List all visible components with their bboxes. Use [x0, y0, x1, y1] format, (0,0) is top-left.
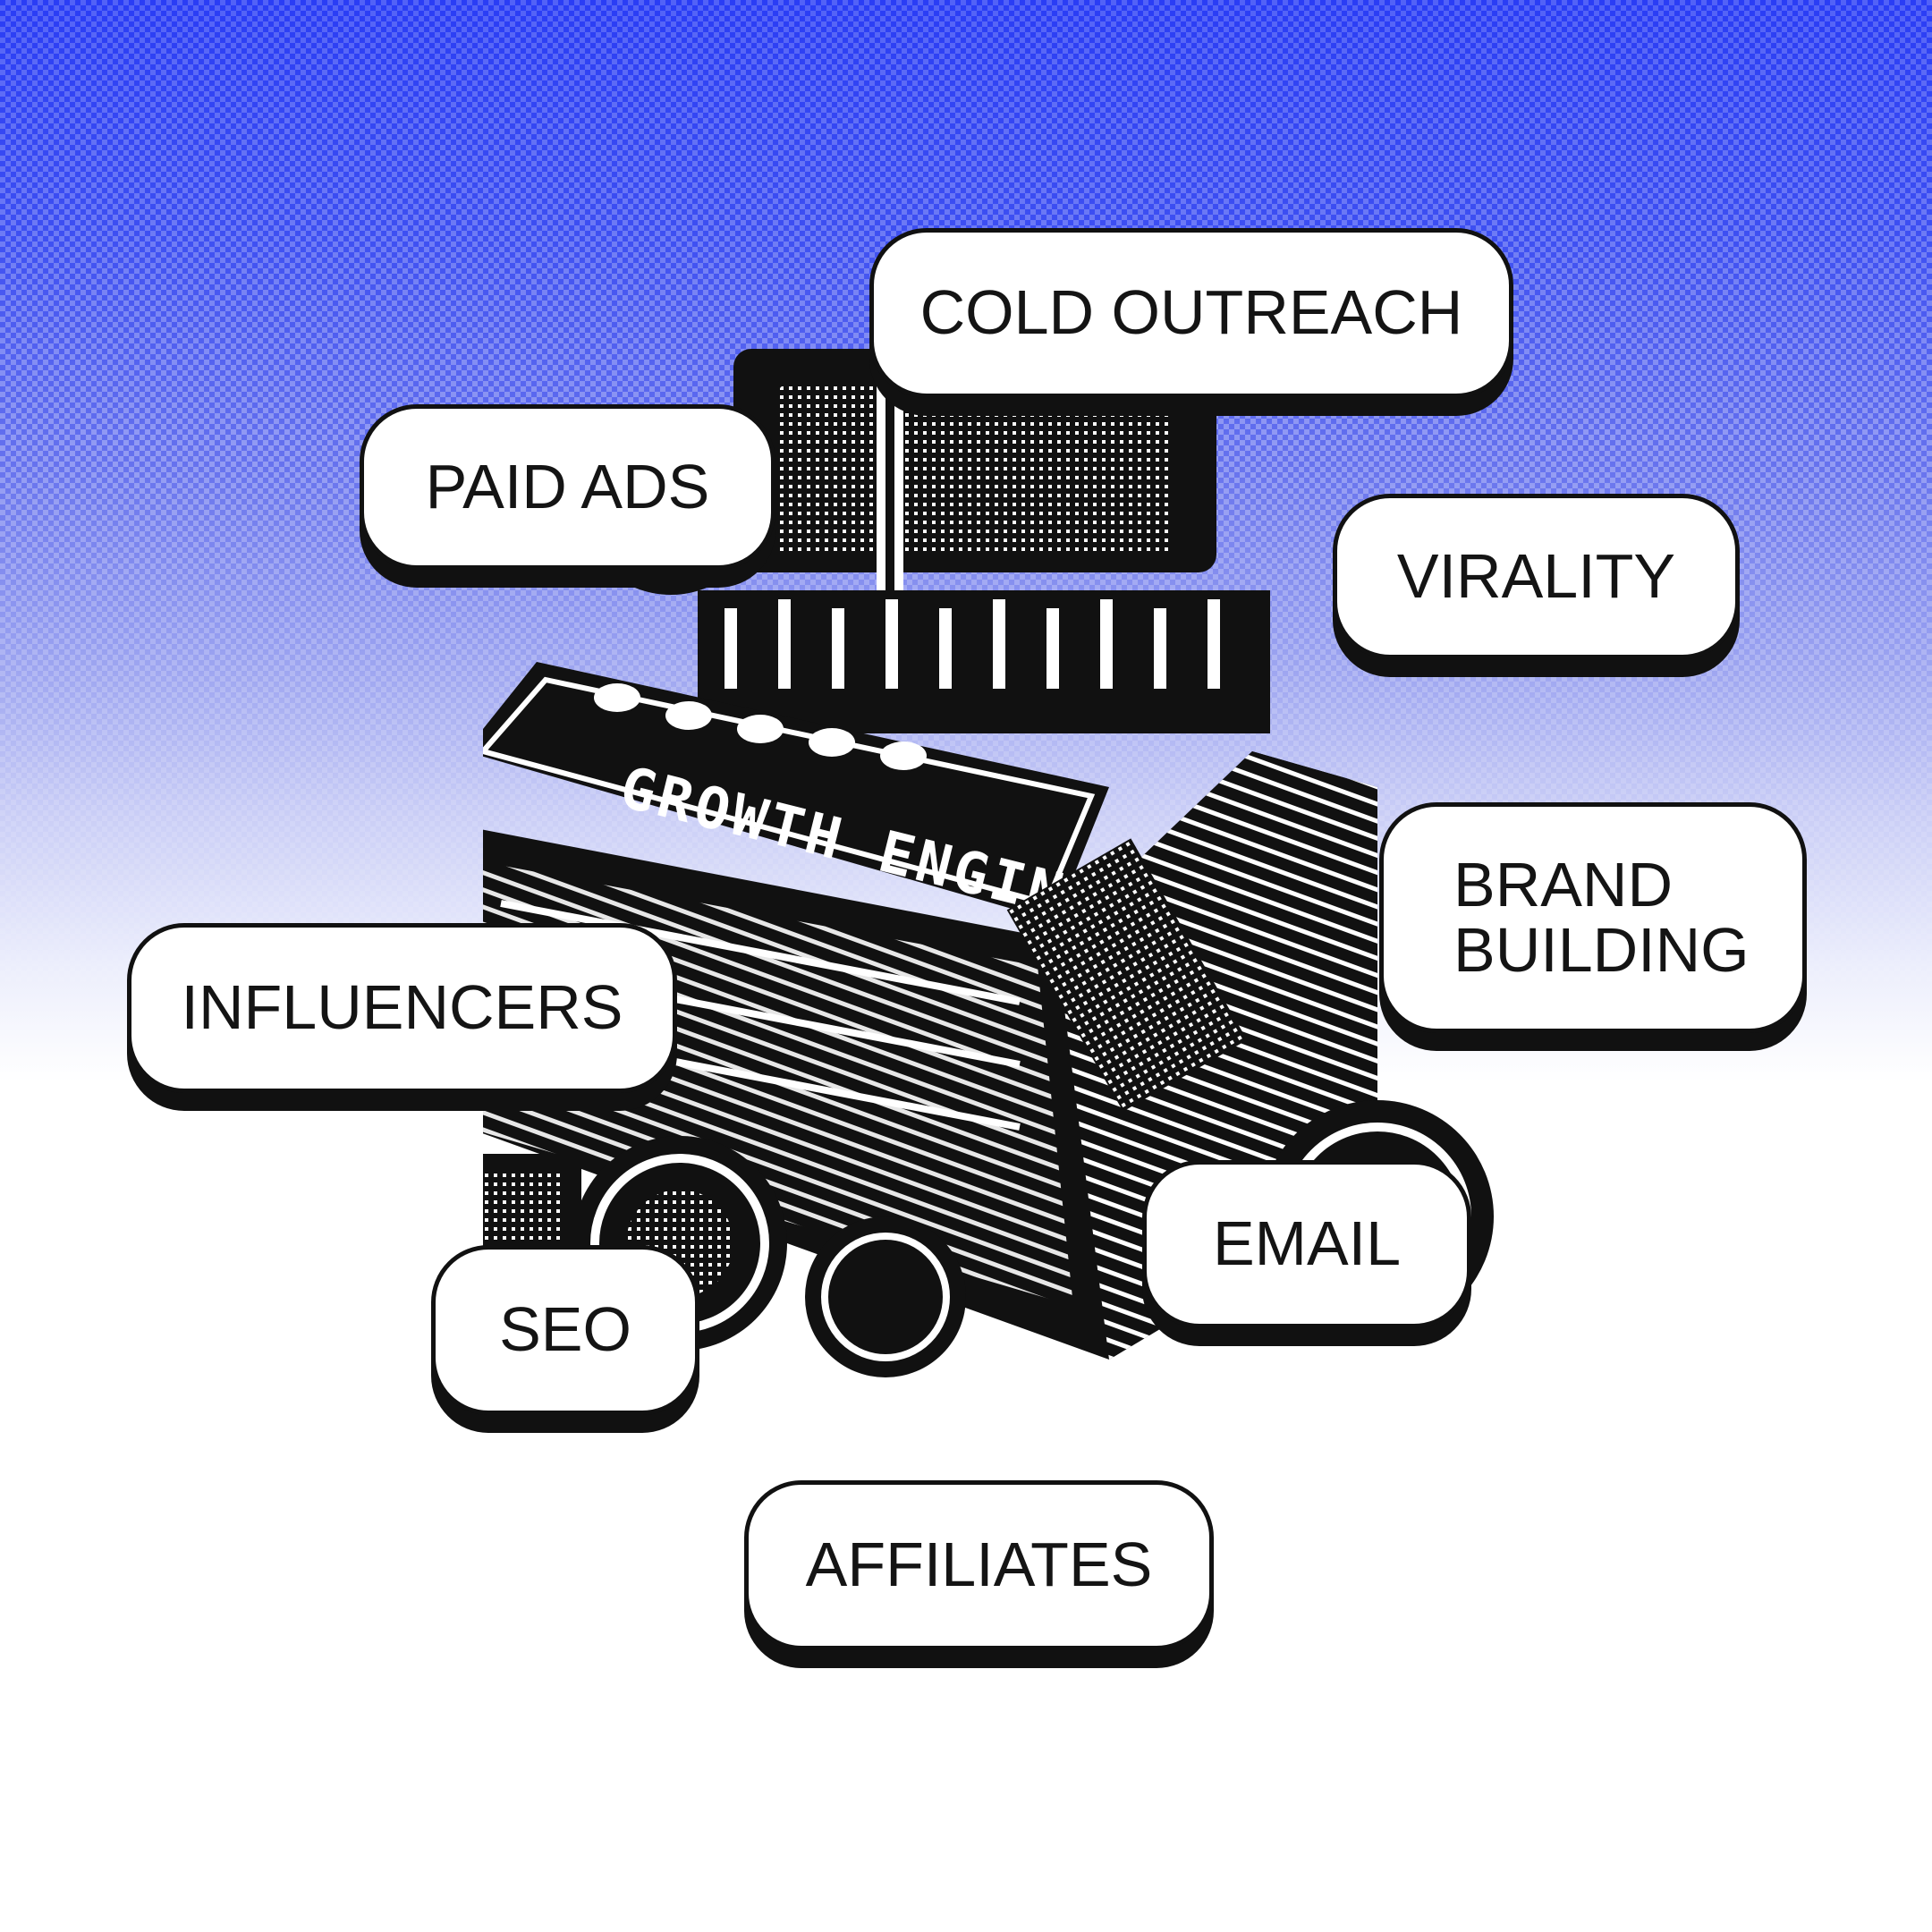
- label-cold-outreach: COLD OUTREACH: [869, 228, 1513, 398]
- label-influencers: INFLUENCERS: [127, 923, 677, 1093]
- label-brand-building: BRAND BUILDING: [1379, 802, 1807, 1033]
- label-affiliates: AFFILIATES: [744, 1480, 1214, 1650]
- label-virality-text: VIRALITY: [1396, 540, 1676, 611]
- label-seo: SEO: [431, 1245, 699, 1415]
- label-virality: VIRALITY: [1333, 494, 1740, 659]
- label-email: EMAIL: [1142, 1160, 1471, 1328]
- label-paid-ads: PAID ADS: [360, 404, 775, 570]
- label-influencers-text: INFLUENCERS: [181, 972, 623, 1043]
- label-paid-ads-text: PAID ADS: [425, 451, 710, 521]
- label-cold-outreach-text: COLD OUTREACH: [919, 277, 1463, 348]
- label-seo-text: SEO: [499, 1294, 631, 1365]
- engine-intake-runners: [698, 590, 1270, 733]
- label-brand-building-text: BRAND BUILDING: [1453, 849, 1750, 985]
- label-email-text: EMAIL: [1212, 1208, 1402, 1279]
- label-affiliates-text: AFFILIATES: [805, 1530, 1153, 1600]
